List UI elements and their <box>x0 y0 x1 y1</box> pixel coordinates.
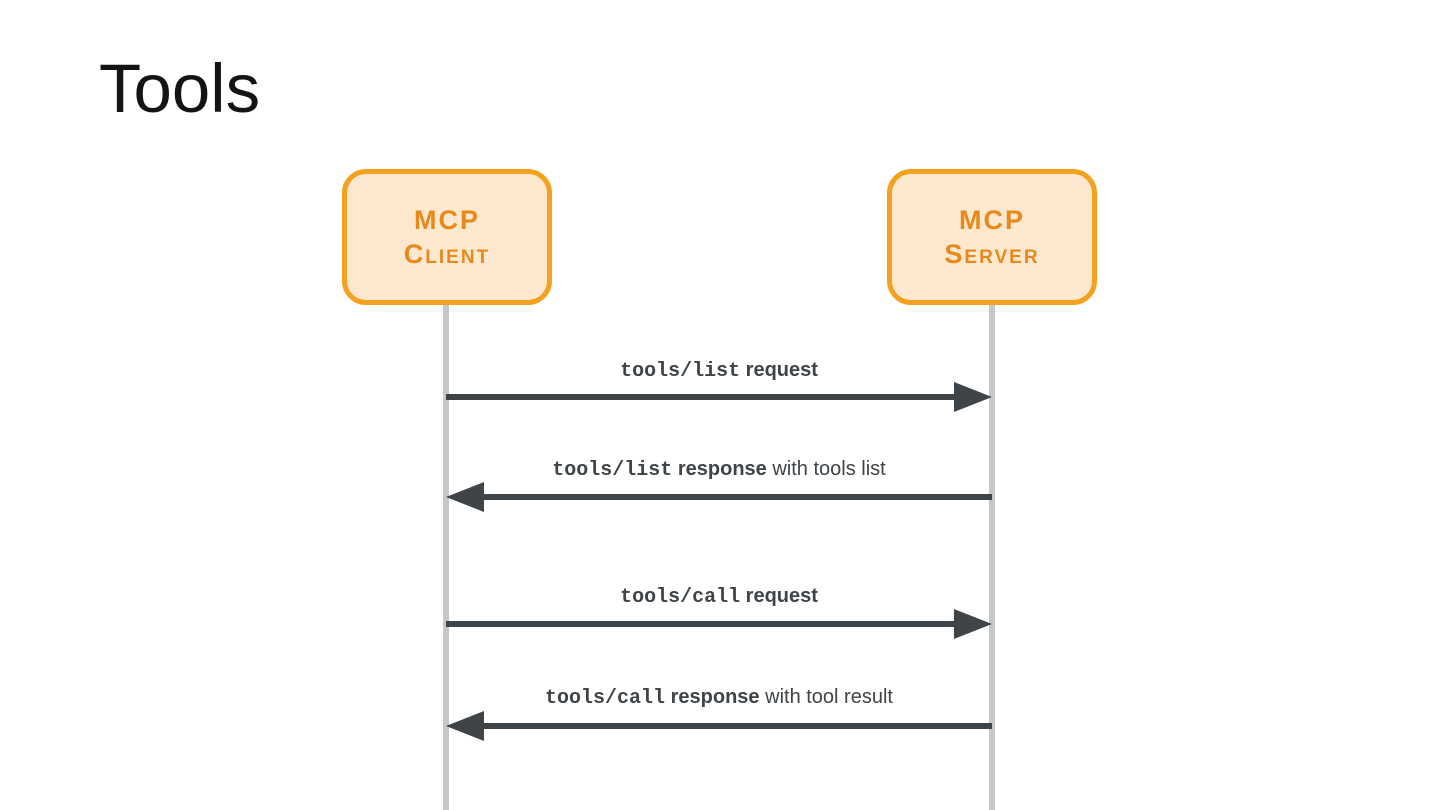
message-label-tools-list-request: tools/list request <box>446 357 992 385</box>
message-kind: response <box>670 686 760 708</box>
actor-label-line2: Server <box>944 239 1040 269</box>
arrow-shaft <box>446 394 955 400</box>
message-method: tools/call <box>620 586 741 609</box>
message-method: tools/call <box>545 687 666 710</box>
actor-label-line2: Client <box>403 239 491 269</box>
message-label-tools-call-request: tools/call request <box>446 583 992 611</box>
message-rest: with tool result <box>759 686 893 708</box>
arrowhead-left-icon <box>446 711 484 741</box>
message-method: tools/list <box>620 360 741 383</box>
message-method: tools/list <box>552 459 673 482</box>
message-kind: response <box>677 458 767 480</box>
lifeline-mcp-server <box>989 305 995 810</box>
actor-box-mcp-server: MCP Server <box>887 169 1097 305</box>
arrow-shaft <box>446 621 955 627</box>
arrowhead-right-icon <box>954 382 992 412</box>
actor-label-line1: MCP <box>414 205 480 235</box>
message-kind: request <box>745 585 818 607</box>
message-rest: with tools list <box>766 458 886 480</box>
message-kind: request <box>745 359 818 381</box>
arrowhead-right-icon <box>954 609 992 639</box>
message-label-tools-call-response: tools/call response with tool result <box>446 684 992 712</box>
message-label-tools-list-response: tools/list response with tools list <box>446 456 992 484</box>
arrowhead-left-icon <box>446 482 484 512</box>
actor-label-line1: MCP <box>959 205 1025 235</box>
arrow-shaft <box>483 723 992 729</box>
page-title: Tools <box>99 50 261 127</box>
lifeline-mcp-client <box>443 305 449 810</box>
actor-box-mcp-client: MCP Client <box>342 169 552 305</box>
arrow-shaft <box>483 494 992 500</box>
